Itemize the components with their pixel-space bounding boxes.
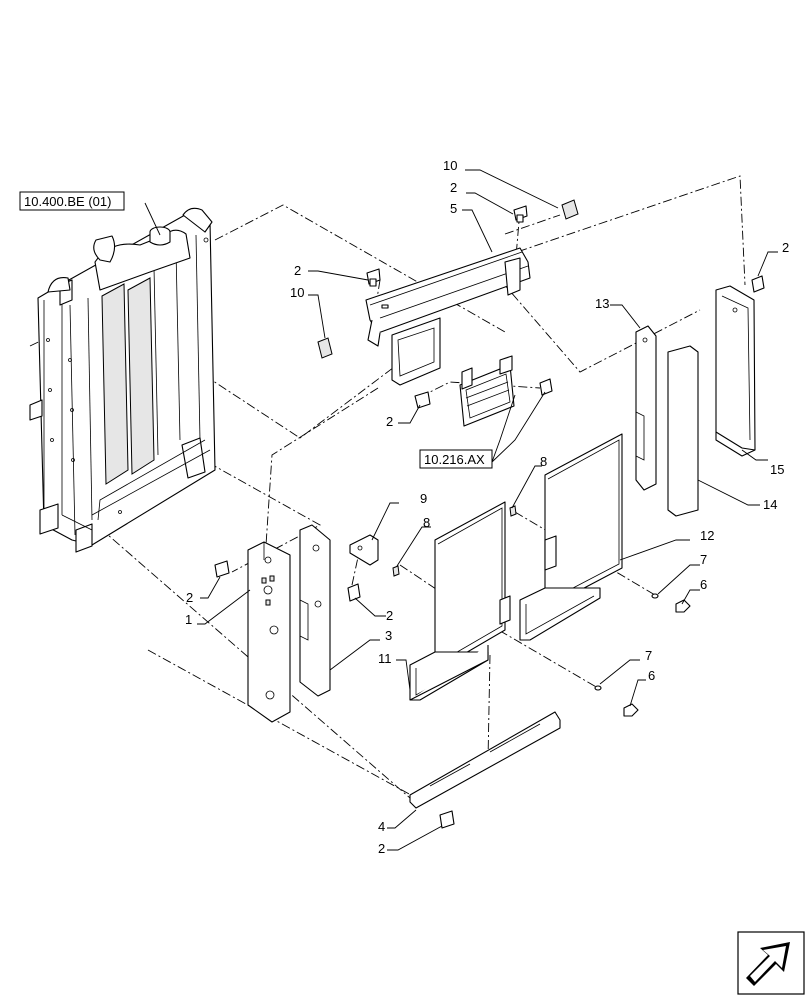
- callout-8-left: 8: [423, 515, 430, 530]
- washer-7-b: [594, 685, 602, 691]
- callout-10-top: 10: [443, 158, 457, 173]
- radiator-assembly: [29, 207, 216, 553]
- small-bracket-9: [349, 534, 379, 566]
- screen-panel-12: [519, 433, 623, 641]
- reference-label-radiator[interactable]: 10.400.BE (01): [24, 194, 111, 209]
- callout-12: 12: [700, 528, 714, 543]
- bottom-bar-4: [409, 711, 561, 809]
- leader-lines: [144, 169, 778, 851]
- seal-strip-3: [299, 524, 331, 697]
- oil-cooler: [459, 355, 515, 427]
- bolt-mid-icon: [366, 268, 381, 287]
- callout-11: 11: [378, 651, 392, 666]
- callout-7-b: 7: [645, 648, 652, 663]
- bolt-cooler-icon: [539, 378, 553, 396]
- pin-8-a: [392, 565, 400, 577]
- callout-9: 9: [420, 491, 427, 506]
- next-page-button[interactable]: [737, 931, 805, 995]
- callout-2-plate: 2: [186, 590, 193, 605]
- callout-15: 15: [770, 462, 784, 477]
- foam-strip-14: [667, 345, 699, 517]
- next-page-arrow-icon: [746, 942, 790, 986]
- bolt-9-icon: [347, 583, 361, 602]
- bolt-center-icon: [414, 391, 431, 409]
- callout-13: 13: [595, 296, 609, 311]
- callout-2-rail: 2: [294, 263, 301, 278]
- callout-4: 4: [378, 819, 385, 834]
- callout-14: 14: [763, 497, 777, 512]
- bolt-icons: [214, 205, 765, 829]
- pin-8-b: [509, 505, 517, 517]
- callout-6-b: 6: [648, 668, 655, 683]
- callout-7-a: 7: [700, 552, 707, 567]
- callout-5: 5: [450, 201, 457, 216]
- bolt-left-icon: [214, 560, 230, 578]
- wing-nut-6-a: [675, 599, 691, 613]
- reference-label-cooler[interactable]: 10.216.AX: [424, 452, 485, 467]
- callout-2-bottom: 2: [378, 841, 385, 856]
- side-plate-15: [715, 285, 756, 457]
- clip-left: [317, 337, 333, 359]
- washer-7-a: [651, 593, 659, 599]
- callout-2-center: 2: [386, 414, 393, 429]
- bolt-right-icon: [751, 275, 765, 293]
- screen-panel-11: [409, 501, 511, 701]
- callout-2-bracket: 2: [386, 608, 393, 623]
- side-plate-1: [247, 541, 291, 723]
- callout-numbers: 10 2 5 2 2 10 13 15 14 2 9 8 8 12 7 6 7 …: [185, 158, 789, 856]
- vertical-seal-13: [635, 325, 657, 491]
- callout-10-left: 10: [290, 285, 304, 300]
- bolt-bottom-icon: [439, 810, 455, 829]
- clip-top-right: [561, 199, 579, 220]
- callout-2-top: 2: [450, 180, 457, 195]
- callout-1: 1: [185, 612, 192, 627]
- reference-box-cooler[interactable]: 10.216.AX: [419, 449, 493, 469]
- callout-3: 3: [385, 628, 392, 643]
- bolt-top-icon: [513, 205, 528, 223]
- reference-box-radiator[interactable]: 10.400.BE (01): [19, 191, 125, 211]
- callout-2-right: 2: [782, 240, 789, 255]
- top-rail-bracket: [365, 247, 531, 386]
- wing-nut-6-b: [623, 703, 639, 717]
- callout-6-a: 6: [700, 577, 707, 592]
- callout-8-right: 8: [540, 454, 547, 469]
